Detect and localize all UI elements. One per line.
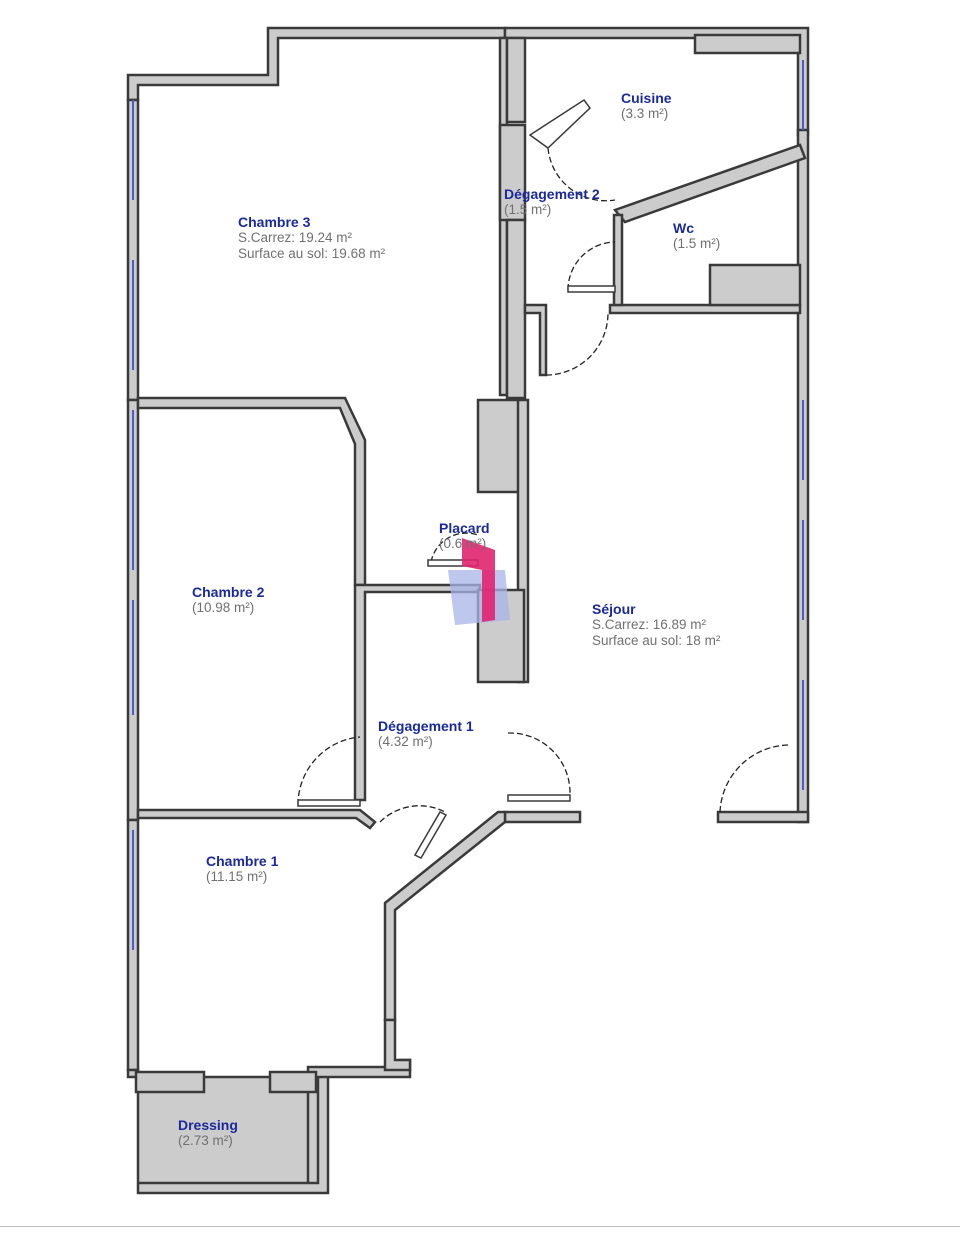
room-chambre1-label: Chambre 1 (11.15 m²) [206,853,278,885]
wall-top-left-step [126,26,507,102]
placard-block [476,398,526,494]
room-name: Séjour [592,601,636,617]
wc-block [708,263,802,307]
room-name: Chambre 1 [206,853,279,869]
wall-diagonal-entry [383,810,507,1022]
room-carrez: S.Carrez: 16.89 m² [592,617,707,632]
wall-wc-left [612,213,624,307]
wall-chambre2-chambre1 [136,808,377,830]
footer-divider [0,1226,960,1227]
wall-entry-jog [383,1018,412,1072]
room-name: Cuisine [621,90,672,106]
room-placard-label: Placard (0.6 m²) [439,520,490,552]
wall-degagement2-lower [523,303,548,377]
room-carrez: S.Carrez: 19.24 m² [238,230,353,245]
room-chambre3-label: Chambre 3 S.Carrez: 19.24 m² Surface au … [238,214,385,262]
duct-upper [505,36,527,124]
room-name: Dégagement 2 [504,186,600,202]
room-area: (10.98 m²) [192,600,255,615]
wall-bottom-sejour [716,810,810,824]
room-wc-label: Wc (1.5 m²) [673,220,720,252]
room-surface-sol: Surface au sol: 18 m² [592,633,721,648]
room-surface-sol: Surface au sol: 19.68 m² [238,246,386,261]
room-area: (1.5 m²) [673,236,721,251]
room-area: (11.15 m²) [206,869,268,884]
room-cuisine-label: Cuisine (3.3 m²) [621,90,672,122]
room-chambre2-label: Chambre 2 (10.98 m²) [192,584,264,616]
room-area: (4.32 m²) [378,734,433,749]
room-area: (2.73 m²) [178,1133,233,1148]
wall-chambre3-chambre2 [136,396,367,587]
room-dressing-label: Dressing (2.73 m²) [178,1117,238,1149]
watermark-logo [448,538,510,625]
wall-bottom-sejour-left [503,810,582,824]
room-name: Placard [439,520,490,536]
room-area: (3.3 m²) [621,106,669,121]
duct-middle [505,218,527,400]
room-area: (0.6 m²) [439,536,487,551]
room-name: Wc [673,220,694,236]
room-name: Chambre 3 [238,214,311,230]
room-name: Dressing [178,1117,238,1133]
windows [132,60,804,950]
room-degagement1-label: Dégagement 1 (4.32 m²) [378,718,474,750]
room-area: (1.5 m²) [504,202,552,217]
wall-cuisine-wc [612,143,807,224]
cuisine-counter [693,33,802,55]
dressing-shelf-right [268,1070,318,1094]
dressing-shelf-left [134,1070,206,1094]
room-sejour-label: Séjour S.Carrez: 16.89 m² Surface au sol… [592,601,720,649]
door-swings [297,147,791,823]
room-name: Dégagement 1 [378,718,474,734]
room-name: Chambre 2 [192,584,265,600]
room-degagement2-label: Dégagement 2 (1.5 m²) [504,186,600,218]
